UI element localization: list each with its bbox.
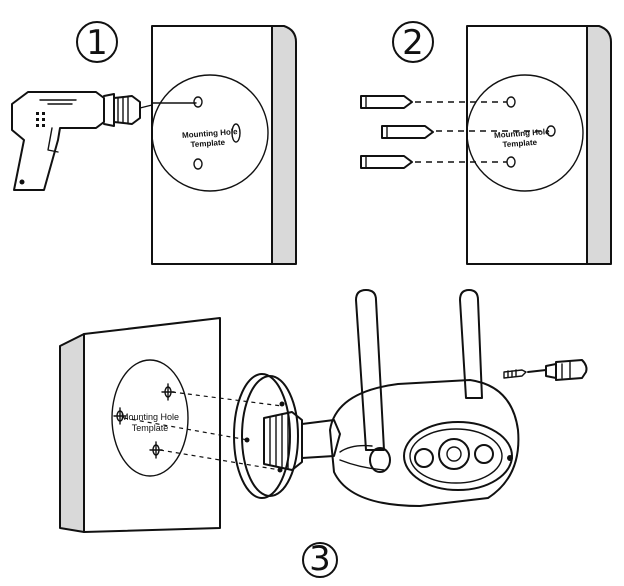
wall-anchor-icon bbox=[360, 95, 434, 169]
step-3-number: 3 bbox=[309, 539, 331, 579]
drill-icon bbox=[11, 91, 197, 191]
template-sublabel-3: Template bbox=[132, 423, 169, 433]
step-3-badge: 3 bbox=[302, 539, 338, 579]
wall-panel-1 bbox=[151, 25, 297, 265]
mounting-template-1: Mounting Hole Template bbox=[151, 74, 269, 192]
mounting-template-3: Mounting Hole Template bbox=[111, 359, 189, 477]
alignment-guides-2 bbox=[415, 101, 547, 163]
mounting-template-2: Mounting Hole Template bbox=[466, 74, 584, 192]
wall-panel-2 bbox=[466, 25, 612, 265]
template-sublabel-2: Template bbox=[502, 138, 538, 149]
step-1-badge: 1 bbox=[76, 21, 118, 63]
security-camera-icon bbox=[329, 379, 520, 507]
step-3: 3 Mounting Hole Template bbox=[59, 289, 588, 579]
drill-vents bbox=[36, 112, 45, 127]
template-sublabel-1: Template bbox=[190, 138, 226, 149]
camera-antennas bbox=[355, 289, 483, 451]
camera-mount-base bbox=[233, 373, 341, 499]
step-2: 2 Mounting Hole Template bbox=[360, 21, 612, 265]
screwdriver-icon bbox=[527, 359, 588, 381]
alignment-guides-3 bbox=[123, 391, 283, 471]
step-2-number: 2 bbox=[402, 23, 424, 63]
screw-icon bbox=[503, 369, 527, 379]
step-1-number: 1 bbox=[86, 23, 108, 63]
crosshair-marks bbox=[113, 383, 175, 459]
step-1: 1 Mounting Hole Template bbox=[11, 21, 297, 265]
template-label-1: Mounting Hole bbox=[182, 127, 239, 140]
wall-panel-3 bbox=[59, 317, 221, 533]
template-label-3: Mounting Hole bbox=[121, 412, 179, 422]
step-2-badge: 2 bbox=[392, 21, 434, 63]
